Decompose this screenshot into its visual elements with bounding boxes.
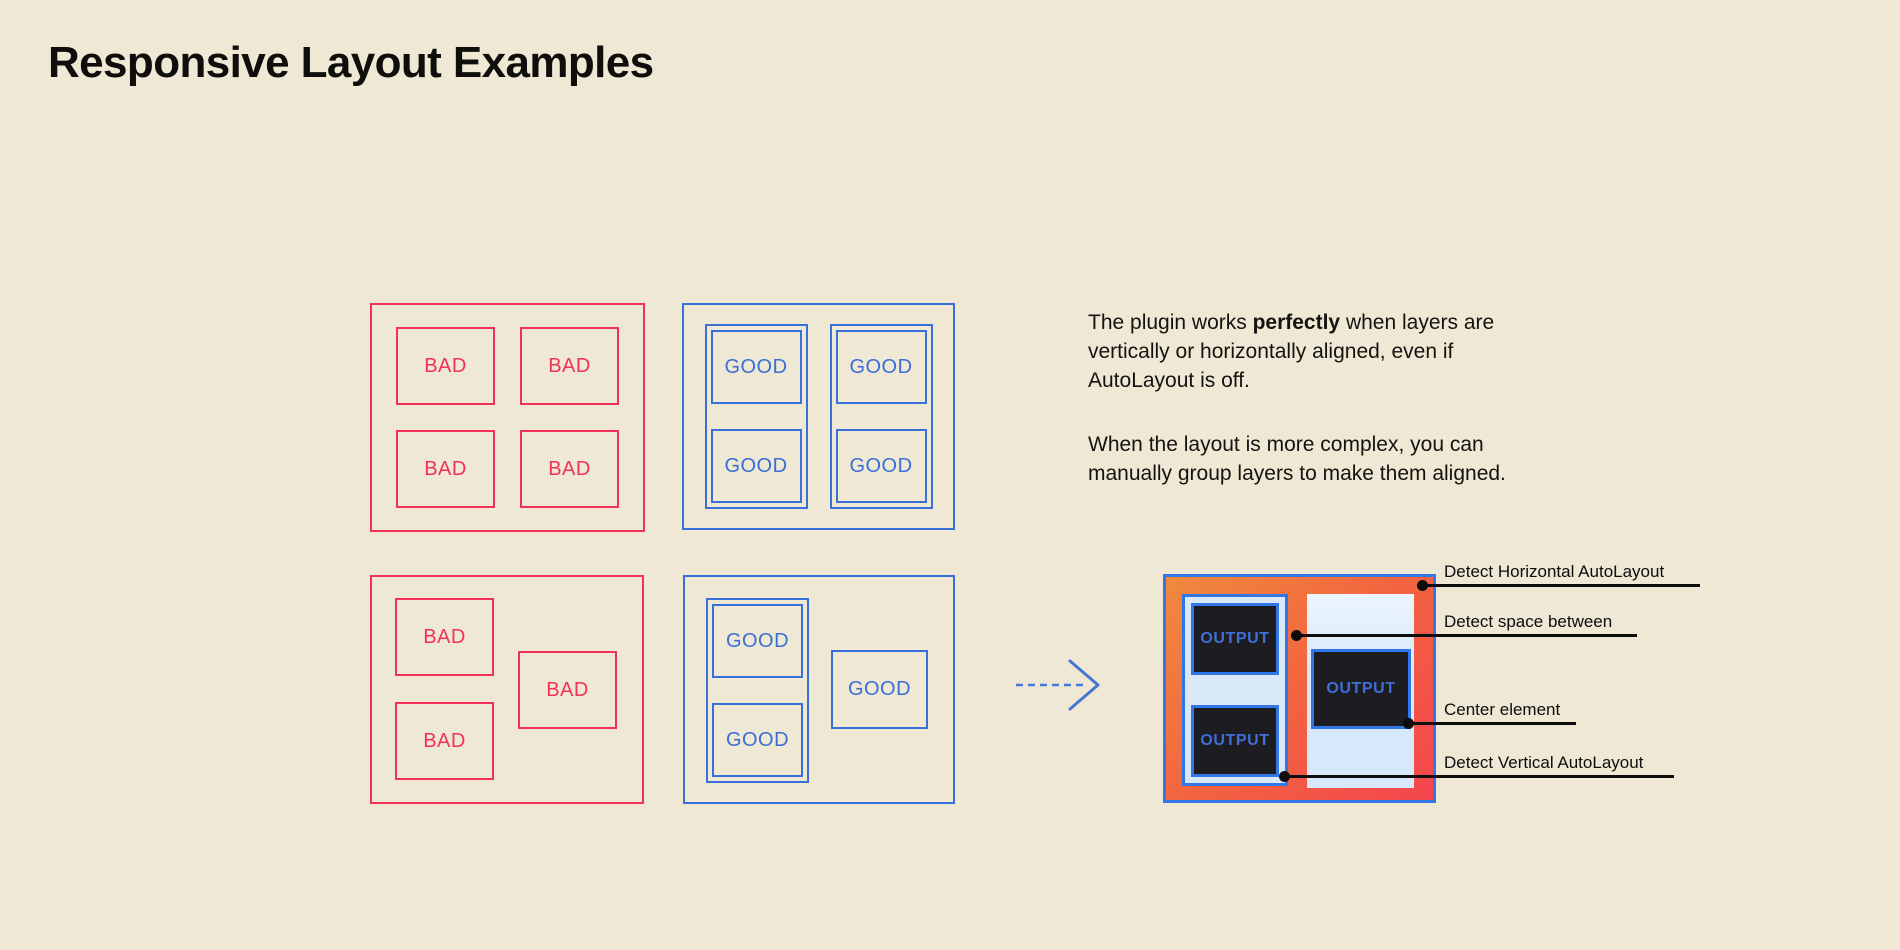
good-label: GOOD (725, 728, 790, 751)
annotation-detect-horizontal-autolayout: Detect Horizontal AutoLayout (1417, 562, 1700, 591)
good-label: GOOD (724, 454, 788, 477)
good-layout-example-grouped: GOOD GOOD GOOD (683, 575, 955, 804)
bad-label: BAD (548, 457, 591, 480)
bad-box: BAD (520, 327, 619, 405)
output-label: OUTPUT (1200, 732, 1270, 749)
good-box: GOOD (712, 703, 803, 777)
bad-box: BAD (396, 430, 495, 508)
output-label: OUTPUT (1200, 630, 1270, 647)
bad-box: BAD (395, 702, 494, 780)
annotation-detect-space-between: Detect space between (1291, 612, 1637, 641)
bad-box: BAD (518, 651, 617, 729)
vertical-autolayout-group: OUTPUT OUTPUT (1182, 594, 1288, 786)
good-label: GOOD (847, 678, 912, 700)
paragraph-bold-text: perfectly (1252, 311, 1341, 334)
bad-label: BAD (548, 354, 591, 377)
paragraph-complex-layout: When the layout is more complex, you can… (1088, 433, 1506, 485)
paragraph-text: when layers are vertically or horizontal… (1088, 311, 1495, 392)
good-box: GOOD (831, 650, 928, 729)
good-label: GOOD (724, 355, 788, 378)
good-box: GOOD (710, 330, 802, 404)
good-box: GOOD (712, 604, 803, 678)
annotation-label: Detect Horizontal AutoLayout (1444, 562, 1665, 581)
connector-dot-icon (1417, 580, 1428, 591)
good-box: GOOD (710, 429, 802, 503)
bad-label: BAD (423, 625, 466, 648)
annotation-detect-vertical-autolayout: Detect Vertical AutoLayout (1279, 753, 1674, 782)
paragraph-plugin-works: The plugin works perfectly when layers a… (1088, 308, 1543, 395)
paragraph-text: The plugin works (1088, 311, 1253, 334)
bad-box: BAD (396, 327, 495, 405)
annotation-center-element: Center element (1403, 700, 1576, 729)
good-layout-example-grid: GOOD GOOD GOOD GOOD (682, 303, 955, 530)
bad-label: BAD (546, 678, 589, 701)
good-label: GOOD (849, 355, 913, 378)
annotation-label: Center element (1444, 700, 1561, 719)
good-label: GOOD (849, 454, 913, 477)
dashed-right-arrow-icon (1016, 659, 1100, 711)
page-title: Responsive Layout Examples (48, 38, 654, 87)
description-text: The plugin works perfectly when layers a… (1088, 308, 1543, 488)
output-preview-frame: OUTPUT OUTPUT OUTPUT (1163, 574, 1436, 803)
good-column-group: GOOD GOOD (829, 324, 933, 509)
output-label: OUTPUT (1326, 680, 1396, 697)
good-box: GOOD (835, 429, 927, 503)
annotation-label: Detect space between (1444, 612, 1613, 631)
bad-box: BAD (520, 430, 619, 508)
bad-layout-example-scattered: BAD BAD BAD (370, 575, 644, 804)
connector-dot-icon (1291, 630, 1302, 641)
good-box: GOOD (835, 330, 927, 404)
bad-box: BAD (395, 598, 494, 676)
output-box: OUTPUT (1191, 603, 1279, 675)
bad-layout-example-grid: BAD BAD BAD BAD (370, 303, 645, 532)
good-column-group: GOOD GOOD (704, 324, 808, 509)
connector-dot-icon (1403, 718, 1414, 729)
good-label: GOOD (725, 629, 790, 652)
connector-dot-icon (1279, 771, 1290, 782)
bad-label: BAD (424, 457, 467, 480)
good-column-group: GOOD GOOD (706, 598, 809, 783)
center-output-box: OUTPUT (1311, 649, 1411, 729)
annotation-label: Detect Vertical AutoLayout (1444, 753, 1644, 772)
bad-label: BAD (424, 354, 467, 377)
output-box: OUTPUT (1191, 705, 1279, 777)
bad-label: BAD (423, 729, 466, 752)
